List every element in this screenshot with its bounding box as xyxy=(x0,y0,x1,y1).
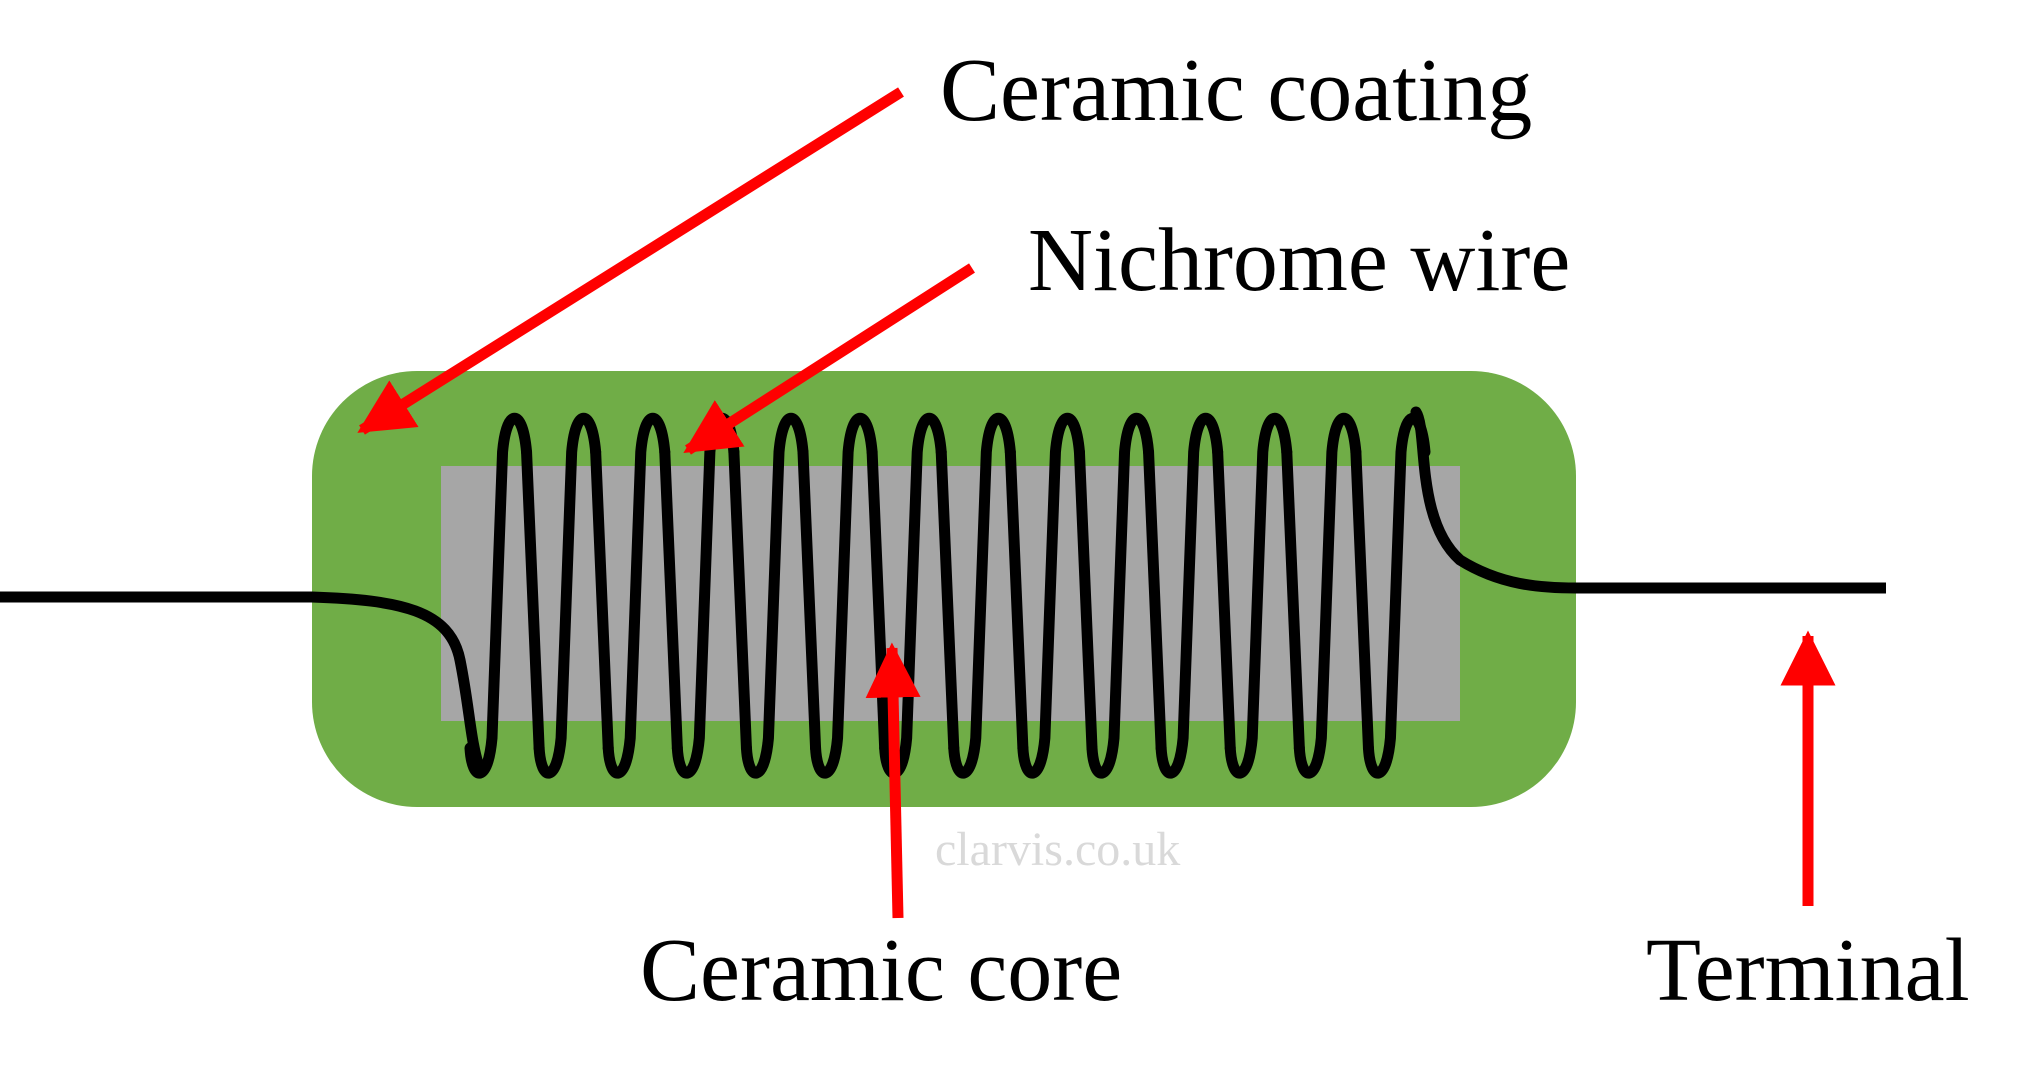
coil-turn xyxy=(1017,413,1085,779)
nichrome-wire-lead-in xyxy=(306,591,486,776)
nichrome-wire-label: Nichrome wire xyxy=(1028,211,1570,310)
ceramic-core-arrow xyxy=(865,642,921,919)
ceramic-coating-label: Ceramic coating xyxy=(940,41,1532,140)
coil-turn xyxy=(533,413,602,779)
coil-turn xyxy=(464,413,533,779)
coil-turn xyxy=(740,413,809,779)
coil-turn xyxy=(1362,413,1431,779)
terminal-label: Terminal xyxy=(1646,921,1970,1020)
coil-turn-back xyxy=(1350,446,1374,754)
coil-turn-back xyxy=(1212,446,1236,754)
coil-turn-back xyxy=(1143,446,1167,754)
coil-turn xyxy=(810,413,878,779)
coil-turn-back xyxy=(728,446,752,754)
coil-turn-back xyxy=(1281,446,1305,754)
coil-turn-back xyxy=(935,446,960,754)
coil-turn xyxy=(948,413,1016,779)
coil-turn-back xyxy=(659,446,683,754)
coil-turn-back xyxy=(1073,446,1098,754)
coil-turn-back xyxy=(797,446,822,754)
coil-turn xyxy=(1293,413,1362,779)
coil-turn xyxy=(1155,413,1224,779)
nichrome-wire-arrow xyxy=(683,263,975,455)
coil-turn xyxy=(602,413,671,779)
coil-turn xyxy=(1086,413,1155,779)
coil-turn-back xyxy=(521,446,545,754)
coil-turn-back xyxy=(866,446,891,754)
nichrome-wire-coil xyxy=(464,413,1431,779)
coil-turn xyxy=(1224,413,1293,779)
coil-turn-back xyxy=(1004,446,1029,754)
ceramic-core-label: Ceramic core xyxy=(640,921,1122,1020)
coil-turn-back xyxy=(590,446,614,754)
watermark-text: clarvis.co.uk xyxy=(935,823,1180,876)
ceramic-coating-arrow xyxy=(357,87,904,435)
